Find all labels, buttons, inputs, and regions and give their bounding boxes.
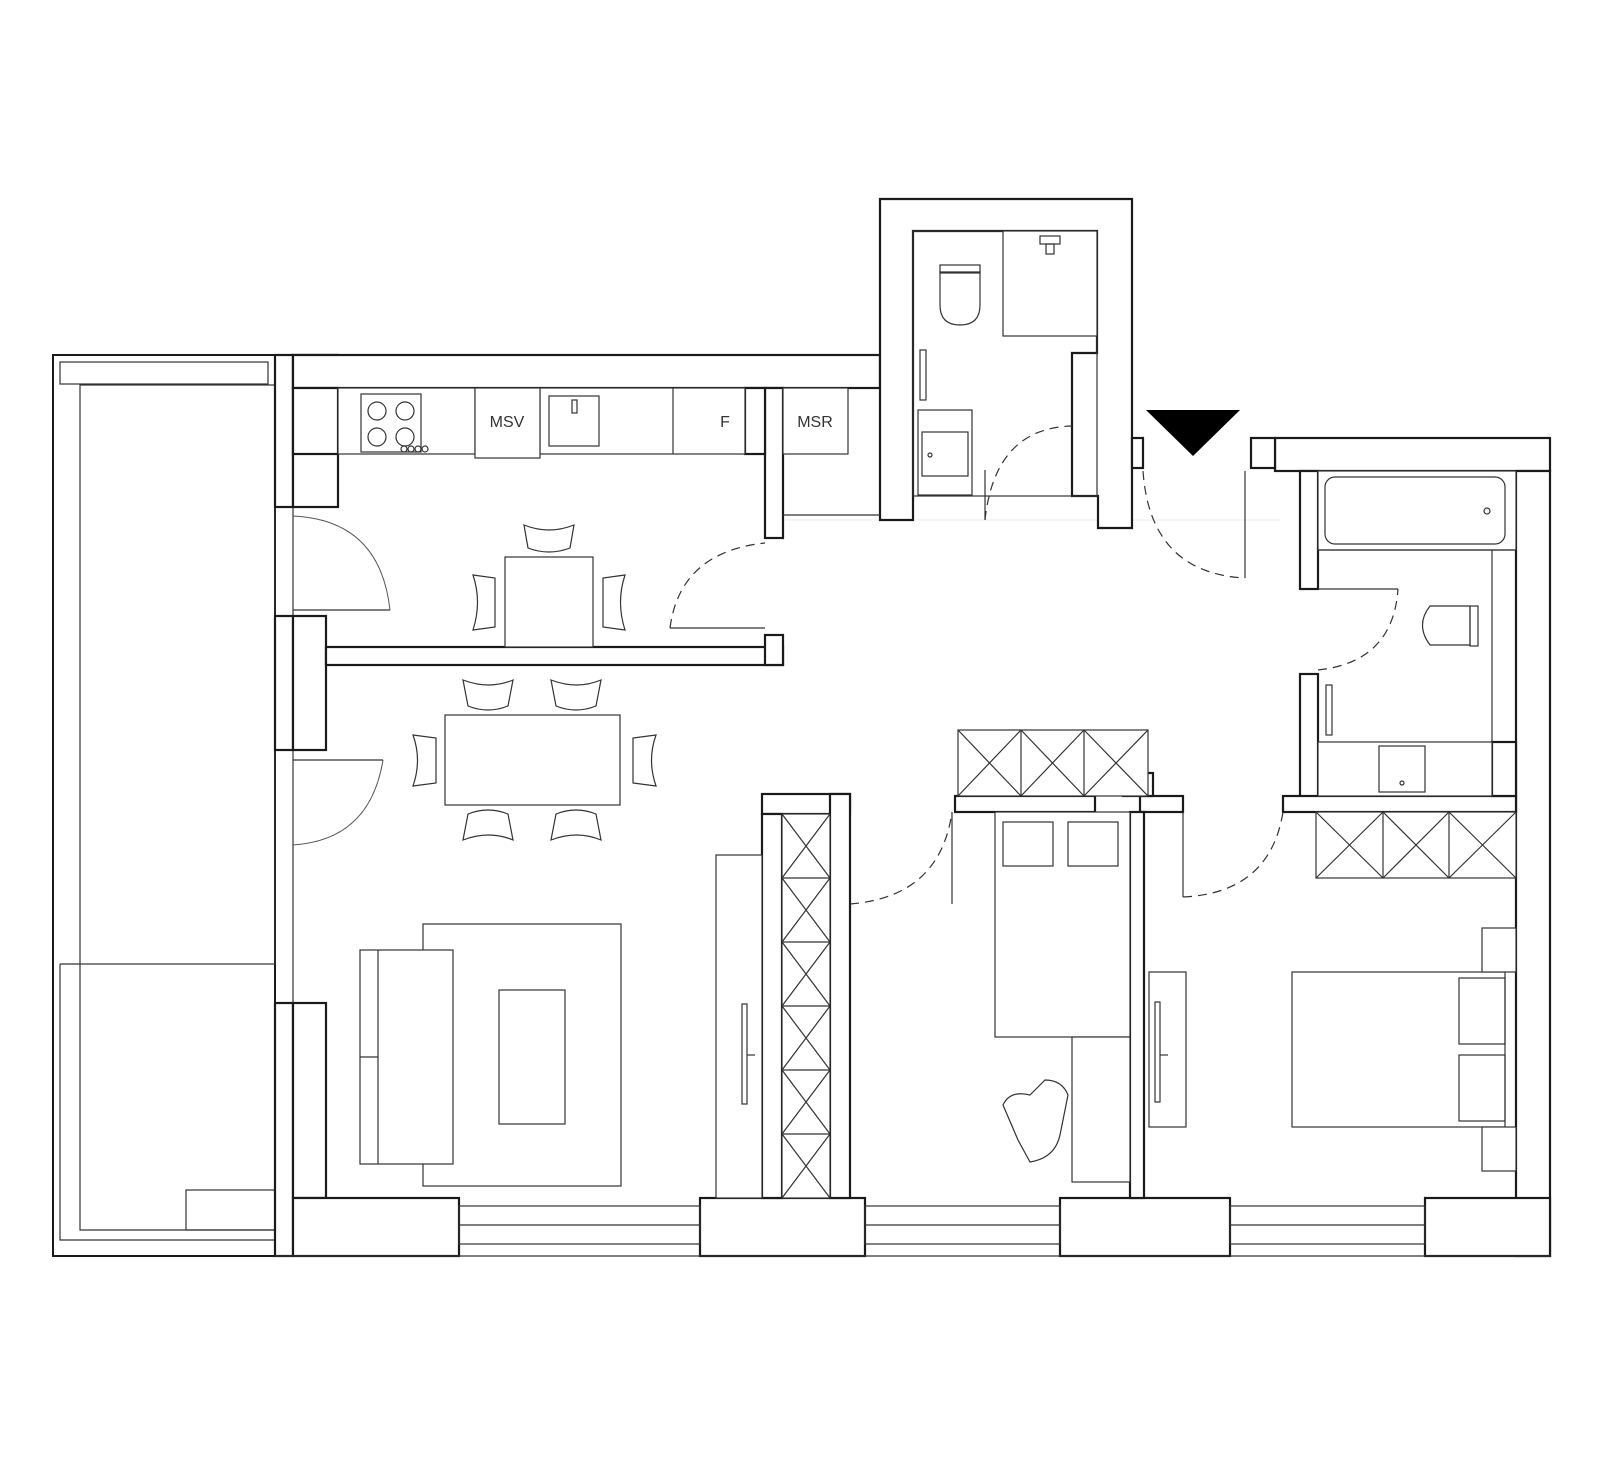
bed-single (994, 811, 1131, 1038)
doors (292, 425, 1399, 905)
coffee-table (498, 989, 566, 1125)
nightstand (1481, 1126, 1517, 1172)
hob-icon (360, 393, 429, 453)
sink-icon (548, 395, 600, 447)
sink-icon (917, 409, 973, 496)
floor-pattern (330, 519, 1280, 661)
dishwasher (474, 387, 541, 459)
living-room (359, 854, 763, 1199)
desk-chair (1002, 1079, 1069, 1163)
tv-unit (715, 854, 763, 1199)
dishwasher-label: MSV (490, 414, 525, 431)
washer (782, 387, 849, 455)
living-dining-set (412, 679, 657, 841)
bedroom-2 (1291, 811, 1517, 1172)
bathtub-icon (1317, 470, 1517, 551)
nightstand (1481, 927, 1517, 973)
tv (741, 1003, 748, 1105)
sink-icon (1378, 745, 1426, 793)
outer-walls (273, 197, 1552, 1258)
hall-wardrobe (957, 729, 1149, 797)
balcony (52, 354, 276, 1257)
fridge-label: F (720, 414, 730, 431)
entrance-arrow-icon (1146, 410, 1240, 456)
shower-icon (1002, 230, 1098, 337)
kitchen-dining-set (472, 524, 626, 648)
toilet-icon (1421, 605, 1471, 646)
bed-double (1291, 971, 1506, 1128)
wc (912, 230, 1098, 520)
washer-label: MSR (797, 414, 833, 431)
kitchen-counter: MSV F MSR (337, 387, 849, 459)
desk (1071, 1036, 1131, 1183)
bathroom (1317, 470, 1517, 797)
bedroom-1 (994, 811, 1187, 1183)
wardrobe-tall (781, 813, 831, 1199)
washbasin (1317, 741, 1493, 797)
toilet-icon (939, 271, 981, 326)
